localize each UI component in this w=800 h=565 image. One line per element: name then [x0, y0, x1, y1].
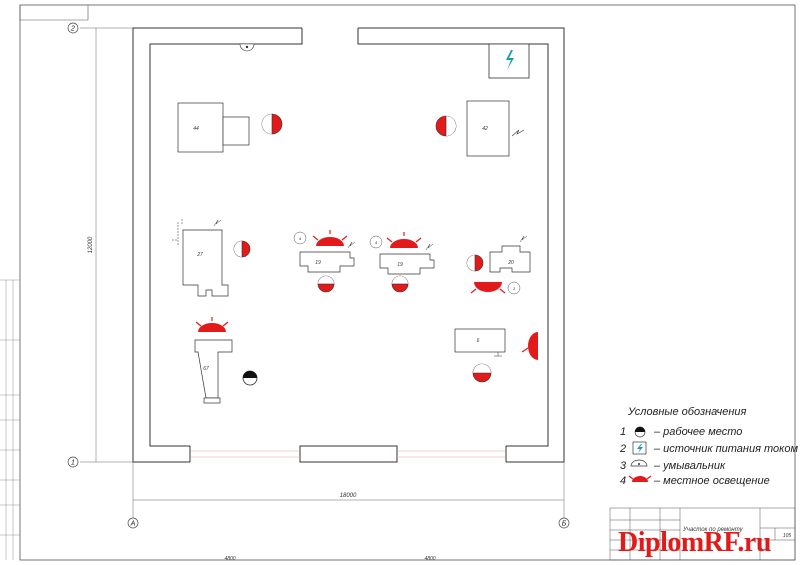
workplace-icon: [466, 254, 484, 272]
legend-symbol-workplace: [634, 426, 646, 438]
legend-item-text: – местное освещение: [654, 475, 770, 487]
mark-label: 4: [375, 240, 378, 245]
title-block-name: Участок по ремонту: [682, 527, 744, 533]
axis-label: Б: [562, 521, 567, 528]
mark-circle: [293, 231, 307, 245]
equipment-19-right: [379, 253, 435, 275]
axis-label: А: [130, 521, 136, 528]
legend-item-workplace: 1 – рабочее место: [620, 425, 742, 439]
equipment-label: 27: [196, 252, 203, 258]
power-connection-icon: [494, 352, 502, 357]
side-strip: [0, 279, 20, 560]
legend-item-lighting: 4 – местное освещение: [620, 474, 770, 488]
workplace-icon: [261, 113, 283, 135]
mark-circle: [369, 235, 383, 249]
washbasin-drain: [245, 45, 249, 49]
axis-label: 1: [71, 460, 75, 467]
power-connection-icon: [519, 235, 528, 243]
axis-grid: [80, 27, 565, 518]
legend-symbol-power: [632, 441, 647, 455]
title-block: [609, 507, 796, 561]
legend-item-text: – умывальник: [654, 460, 726, 472]
dimension-bottom-left: 4800: [224, 556, 235, 562]
power-connection-icon: [213, 219, 222, 227]
dimension-bottom-right: 4800: [424, 556, 435, 562]
equipment-42: [466, 100, 510, 157]
axis-label: 2: [70, 26, 75, 33]
power-source-box: [488, 43, 530, 79]
local-lighting-icon: [312, 230, 348, 246]
equipment-label: 67: [203, 366, 209, 372]
mark-circle: [507, 281, 521, 295]
dimension-vertical: 12000: [88, 236, 94, 253]
local-lighting-icon: [386, 232, 422, 248]
windows: [190, 450, 506, 458]
corner-stamp: [19, 5, 89, 21]
axis-bubble-b: [558, 517, 570, 529]
title-block-sheet: 105: [783, 533, 792, 539]
legend-symbol-washbasin: [630, 459, 648, 467]
power-connection-icon: [511, 129, 525, 137]
walls: [132, 27, 565, 463]
mark-label: 3: [513, 286, 516, 291]
legend-item-number: 4: [620, 475, 627, 487]
power-connection-icon: [425, 243, 434, 251]
equipment-label: 42: [482, 126, 488, 132]
dimension-horizontal: 18000: [340, 493, 357, 499]
power-connection-icon: [347, 241, 356, 249]
watermark-logo: DiplomRF.ru: [618, 527, 771, 558]
equipment-label: 20: [507, 260, 514, 266]
legend-symbol-lighting: [628, 475, 652, 482]
legend-item-washbasin: 3 – умывальник: [620, 459, 725, 473]
mark-label: 4: [299, 236, 302, 241]
axis-bubble-2: [67, 22, 79, 34]
axis-bubble-1: [67, 456, 79, 468]
workplace-icon: [233, 240, 251, 258]
local-lighting-icon: [521, 332, 538, 360]
equipment-label: 6: [477, 338, 480, 344]
equipment-label: 19: [315, 260, 321, 266]
legend-item-number: 2: [620, 443, 627, 455]
legend-item-text: – источник питания током: [654, 443, 799, 455]
legend-item-text: – рабочее место: [654, 426, 743, 438]
dashed-outline: [172, 218, 183, 246]
equipment-27: [182, 229, 229, 297]
equipment-6: [454, 328, 506, 353]
legend-item-power: 2 – источник питания током: [620, 442, 798, 456]
axis-bubble-a: [127, 517, 139, 529]
lightning-icon: [506, 50, 514, 70]
equipment-20: [489, 245, 531, 273]
workplace-icon: [435, 115, 457, 137]
equipment-44: [177, 102, 250, 153]
local-lighting-icon: [470, 282, 506, 294]
equipment-label: 44: [193, 126, 199, 132]
workplace-icon: [317, 275, 335, 293]
legend-item-number: 3: [620, 460, 627, 472]
legend-title: Условные обозначения: [628, 406, 747, 418]
equipment-67: [194, 339, 233, 404]
workplace-icon: [242, 370, 258, 386]
workplace-icon: [391, 275, 409, 293]
workplace-icon: [472, 363, 492, 383]
local-lighting-icon: [195, 317, 229, 332]
legend-item-number: 1: [620, 426, 627, 438]
equipment-19-left: [299, 251, 355, 273]
equipment-label: 19: [397, 262, 403, 268]
drawing-frame: [19, 4, 796, 561]
